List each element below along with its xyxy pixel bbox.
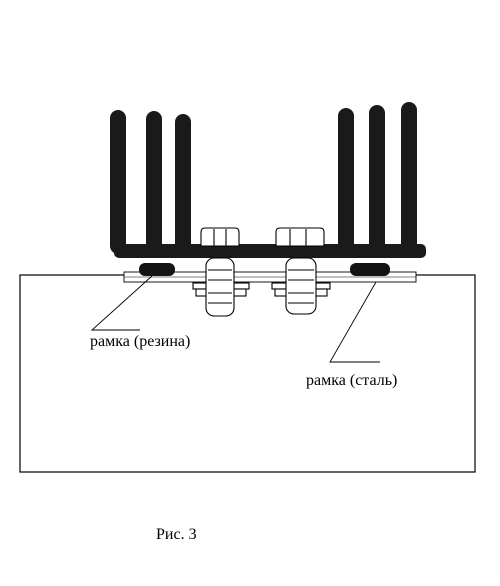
label-steel-frame: рамка (сталь) [306,372,397,389]
label-rubber-frame: рамка (резина) [90,333,190,350]
steel-frame-strip [123,271,417,283]
heatsink-fins-left [110,110,191,254]
figure-caption: Рис. 3 [156,526,197,543]
bolt-right [271,227,331,315]
heatsink-fins-right [338,102,417,254]
rubber-pad-right [350,263,390,276]
rubber-pad-left [139,263,175,276]
leader-line-rubber [90,275,153,331]
bolt-left [192,227,250,317]
base-block [19,274,476,473]
leader-line-steel [329,281,380,363]
